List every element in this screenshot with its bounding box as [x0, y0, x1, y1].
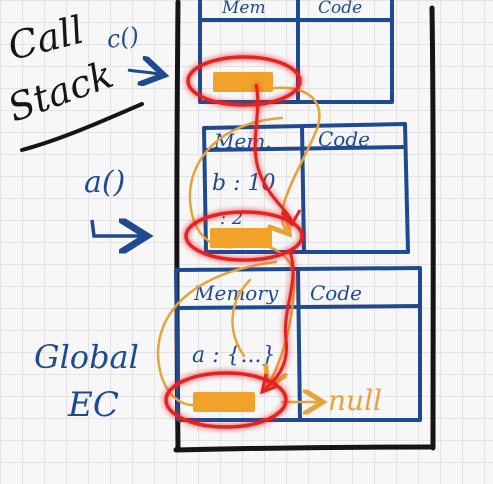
orange-marker-global — [193, 392, 255, 412]
arrow-a — [90, 220, 140, 236]
a-code-header: Code — [318, 127, 370, 151]
label-ec: EC — [67, 385, 119, 425]
orange-marker-c — [213, 72, 273, 92]
global-var-a: a : {...} — [192, 343, 276, 368]
label-global: Global — [34, 338, 139, 376]
c-code-header: Code — [318, 0, 362, 18]
global-code-header: Code — [310, 281, 362, 305]
label-c-function: c() — [105, 22, 141, 54]
orange-loop-global — [156, 260, 278, 407]
execution-context-global — [174, 266, 422, 422]
label-underline — [20, 102, 144, 152]
label-null: null — [328, 384, 382, 417]
red-arrow-head-global — [259, 373, 279, 395]
arrow-c — [127, 70, 158, 74]
label-call: Call — [4, 8, 88, 69]
red-circle-global — [164, 371, 288, 429]
red-circle-c — [186, 55, 302, 107]
orange-return-arrow-1 — [260, 86, 321, 230]
stack-bottom — [173, 444, 436, 453]
execution-context-a — [202, 122, 410, 254]
red-arrow-head-a — [280, 209, 302, 227]
stack-right-wall — [429, 5, 436, 451]
orange-loop-small — [231, 278, 252, 358]
red-call-path — [253, 83, 295, 394]
label-a-function: a() — [84, 165, 125, 200]
orange-marker-a — [210, 228, 272, 248]
a-mem-header: Mem. — [213, 129, 272, 153]
c-mem-header: Mem — [221, 0, 266, 18]
red-circle-a — [184, 210, 304, 262]
